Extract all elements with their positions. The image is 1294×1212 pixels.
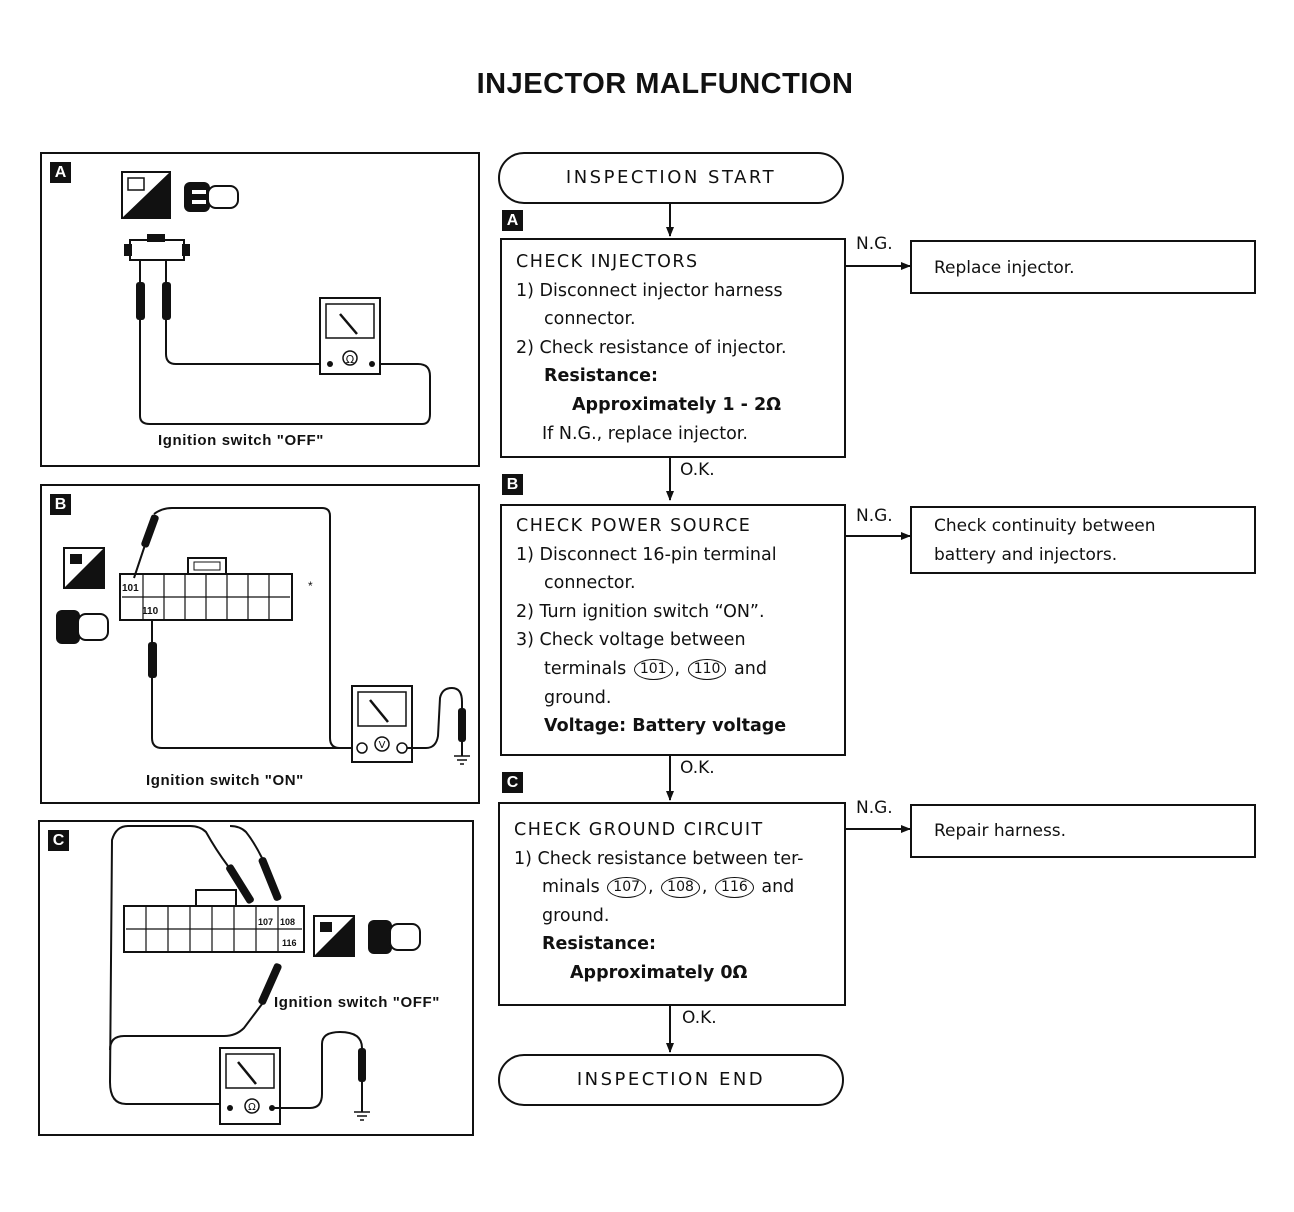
panel-a-tag: A: [50, 162, 71, 183]
panel-b-caption: Ignition switch "ON": [146, 772, 304, 789]
step-a-tag: A: [502, 210, 523, 231]
step-c-ok-label: O.K.: [682, 1008, 717, 1028]
ts-mode-icon: [121, 171, 171, 219]
panel-c-ground-circuit-diagram: C 107 108 116: [38, 820, 474, 1136]
terminal-110-label: 110: [142, 606, 159, 617]
page-title: INJECTOR MALFUNCTION: [476, 68, 854, 100]
ground-symbol: [454, 755, 470, 765]
step-c-minals-word: minals: [542, 877, 600, 898]
step-b-line-1: 1) Disconnect 16-pin terminal: [516, 544, 777, 565]
step-check-injectors: CHECK INJECTORS 1) Disconnect injector h…: [500, 238, 846, 458]
svg-text:Ω: Ω: [346, 353, 354, 366]
terminal-107-badge: 107: [607, 877, 647, 899]
step-b-heading: CHECK POWER SOURCE: [516, 516, 752, 536]
svg-text:*: *: [308, 579, 313, 593]
panel-b-power-source-diagram: B 101 11: [40, 484, 480, 804]
terminal-101-badge: 101: [633, 658, 673, 680]
injector-ohmmeter-wiring-diagram: Ω: [121, 171, 431, 425]
ground-circuit-ohmmeter-wiring-diagram: 107 108 116 Ω: [108, 825, 421, 1125]
panel-c-caption: Ignition switch "OFF": [274, 994, 440, 1011]
step-c-ng-label: N.G.: [856, 798, 893, 818]
terminal-101-label: 101: [122, 583, 139, 594]
svg-text:V: V: [379, 740, 386, 751]
disconnect-icon: [56, 610, 109, 644]
16-pin-connector: 101 110: [119, 557, 293, 621]
panel-a-caption: Ignition switch "OFF": [158, 432, 324, 449]
step-c-ng-result-text: Repair harness.: [934, 821, 1067, 841]
step-c-resistance-label: Resistance:: [542, 934, 657, 955]
step-check-ground-circuit: CHECK GROUND CIRCUIT 1) Check resistance…: [498, 802, 846, 1006]
inspection-start: INSPECTION START: [498, 152, 844, 204]
step-c-terminals-line: minals 107, 108, 116 and: [542, 877, 795, 899]
step-c-heading: CHECK GROUND CIRCUIT: [514, 820, 764, 840]
step-a-ng-result-text: Replace injector.: [934, 258, 1075, 278]
terminal-110-badge: 110: [687, 658, 727, 680]
step-a-ok-label: O.K.: [680, 460, 715, 480]
step-c-tag: C: [502, 772, 523, 793]
terminal-116-badge: 116: [715, 877, 754, 899]
terminal-108-label: 108: [280, 917, 295, 927]
step-b-ground-line: ground.: [544, 687, 612, 708]
step-c-ground-line: ground.: [542, 905, 610, 926]
step-b-line-4: 3) Check voltage between: [516, 630, 746, 651]
step-b-ng-label: N.G.: [856, 506, 893, 526]
power-source-voltmeter-wiring-diagram: 101 110 V *: [56, 507, 470, 765]
step-b-line-2: connector.: [544, 573, 636, 594]
step-b-and-word: and: [734, 658, 767, 679]
inspection-end: INSPECTION END: [498, 1054, 844, 1106]
ground-symbol: [354, 1111, 370, 1121]
step-check-power-source: CHECK POWER SOURCE 1) Disconnect 16-pin …: [500, 504, 846, 756]
step-a-line-6: If N.G., replace injector.: [542, 423, 748, 444]
step-a-resistance-value: Approximately 1 - 2Ω: [572, 394, 781, 415]
ohmmeter: Ω: [219, 1047, 281, 1125]
voltmeter: V: [351, 685, 413, 763]
step-a-ng-label: N.G.: [856, 234, 893, 254]
disconnect-icon: [184, 182, 239, 212]
step-c-resistance-value: Approximately 0Ω: [570, 962, 748, 983]
step-a-ng-result: Replace injector.: [910, 240, 1256, 294]
panel-a-injector-resistance-diagram: A: [40, 152, 480, 467]
step-b-ok-label: O.K.: [680, 758, 715, 778]
step-b-tag: B: [502, 474, 523, 495]
step-a-line-3: 2) Check resistance of injector.: [516, 337, 787, 358]
step-a-heading: CHECK INJECTORS: [516, 252, 699, 272]
ignition-on-icon: [63, 547, 105, 589]
disconnect-icon: [368, 920, 421, 954]
step-b-line-3: 2) Turn ignition switch “ON”.: [516, 601, 765, 622]
terminal-107-label: 107: [258, 917, 273, 927]
svg-text:Ω: Ω: [248, 1102, 256, 1113]
ignition-off-icon: [313, 915, 355, 957]
step-c-and-word: and: [761, 877, 795, 898]
step-c-line-1: 1) Check resistance between ter-: [514, 848, 804, 869]
step-b-ng-result-line-1: Check continuity between: [934, 516, 1156, 536]
16-pin-connector: 107 108 116: [123, 889, 305, 953]
step-a-resistance-label: Resistance:: [544, 366, 659, 387]
step-b-voltage-spec: Voltage: Battery voltage: [544, 716, 787, 737]
terminal-116-label: 116: [282, 938, 297, 948]
panel-b-tag: B: [50, 494, 71, 515]
step-b-ng-result-line-2: battery and injectors.: [934, 544, 1118, 565]
step-c-ng-result: Repair harness.: [910, 804, 1256, 858]
step-a-line-2: connector.: [544, 309, 636, 330]
step-b-terminals-word: terminals: [544, 658, 627, 679]
step-a-line-1: 1) Disconnect injector harness: [516, 280, 783, 301]
step-b-ng-result: Check continuity between battery and inj…: [910, 506, 1256, 574]
injector-connector: [124, 234, 190, 261]
terminal-108-badge: 108: [661, 877, 700, 899]
panel-c-tag: C: [48, 830, 69, 851]
step-b-terminals-line: terminals 101, 110 and: [544, 658, 767, 680]
ohmmeter: Ω: [319, 297, 381, 375]
